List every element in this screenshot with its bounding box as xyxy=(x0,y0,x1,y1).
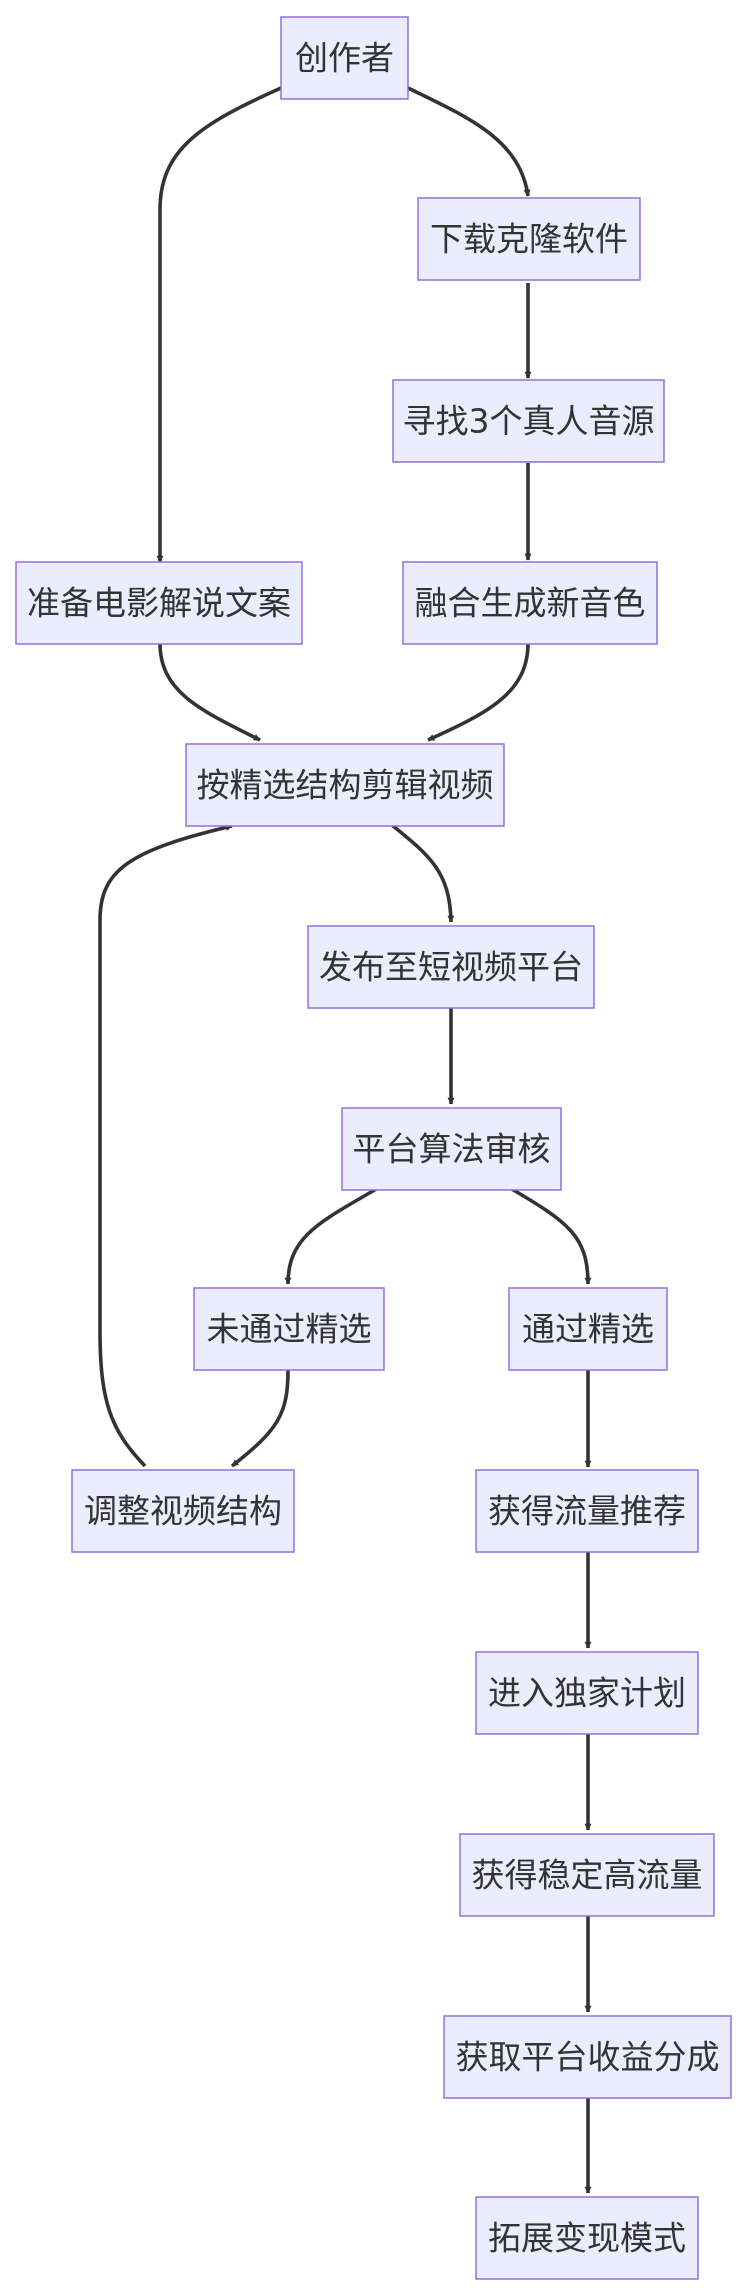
node-download[interactable]: 下载克隆软件 xyxy=(417,197,641,281)
node-exclusive[interactable]: 进入独家计划 xyxy=(475,1651,699,1735)
node-selected-label: 通过精选 xyxy=(522,1310,654,1349)
node-find-voices-label: 寻找3个真人音源 xyxy=(403,402,655,441)
node-traffic-label: 获得流量推荐 xyxy=(488,1492,686,1531)
node-adjust[interactable]: 调整视频结构 xyxy=(71,1469,295,1553)
node-revenue-label: 获取平台收益分成 xyxy=(456,2038,720,2077)
node-not-selected-label: 未通过精选 xyxy=(207,1310,372,1349)
node-traffic[interactable]: 获得流量推荐 xyxy=(475,1469,699,1553)
node-prepare-script[interactable]: 准备电影解说文案 xyxy=(15,561,303,645)
edge-edit-video-to-publish xyxy=(390,823,455,923)
node-edit-video[interactable]: 按精选结构剪辑视频 xyxy=(185,743,505,827)
edge-prepare-script-to-edit-video xyxy=(158,642,261,742)
edges xyxy=(98,86,592,2194)
node-creator-label: 创作者 xyxy=(295,39,394,78)
node-publish[interactable]: 发布至短视频平台 xyxy=(307,925,595,1009)
node-not-selected[interactable]: 未通过精选 xyxy=(193,1287,385,1371)
node-revenue[interactable]: 获取平台收益分成 xyxy=(443,2015,732,2099)
edge-creator-to-prepare-script xyxy=(156,86,282,563)
node-stable-traffic-label: 获得稳定高流量 xyxy=(472,1856,703,1895)
edge-creator-to-download xyxy=(407,86,531,197)
node-exclusive-label: 进入独家计划 xyxy=(488,1674,686,1713)
edge-review-to-not-selected xyxy=(284,1186,379,1285)
edge-adjust-to-edit-video xyxy=(98,824,233,1468)
node-prepare-script-label: 准备电影解说文案 xyxy=(27,584,291,623)
node-review-label: 平台算法审核 xyxy=(353,1130,551,1169)
node-adjust-label: 调整视频结构 xyxy=(84,1492,282,1531)
node-selected[interactable]: 通过精选 xyxy=(508,1287,668,1371)
node-creator[interactable]: 创作者 xyxy=(280,16,409,100)
node-publish-label: 发布至短视频平台 xyxy=(319,948,583,987)
edge-fuse-voice-to-edit-video xyxy=(427,642,530,742)
node-download-label: 下载克隆软件 xyxy=(430,220,628,259)
node-fuse-voice-label: 融合生成新音色 xyxy=(415,584,646,623)
nodes: 创作者 下载克隆软件 寻找3个真人音源 准备电影解说文案 融合生成新音色 按精选… xyxy=(15,16,732,2280)
node-stable-traffic[interactable]: 获得稳定高流量 xyxy=(459,1833,715,1917)
edge-review-to-selected xyxy=(509,1186,592,1285)
node-monetize-label: 拓展变现模式 xyxy=(488,2219,686,2258)
node-review[interactable]: 平台算法审核 xyxy=(341,1107,562,1191)
node-fuse-voice[interactable]: 融合生成新音色 xyxy=(402,561,658,645)
edge-not-selected-to-adjust xyxy=(230,1369,290,1468)
node-edit-video-label: 按精选结构剪辑视频 xyxy=(197,766,494,805)
node-monetize[interactable]: 拓展变现模式 xyxy=(475,2196,699,2280)
node-find-voices[interactable]: 寻找3个真人音源 xyxy=(392,379,665,463)
